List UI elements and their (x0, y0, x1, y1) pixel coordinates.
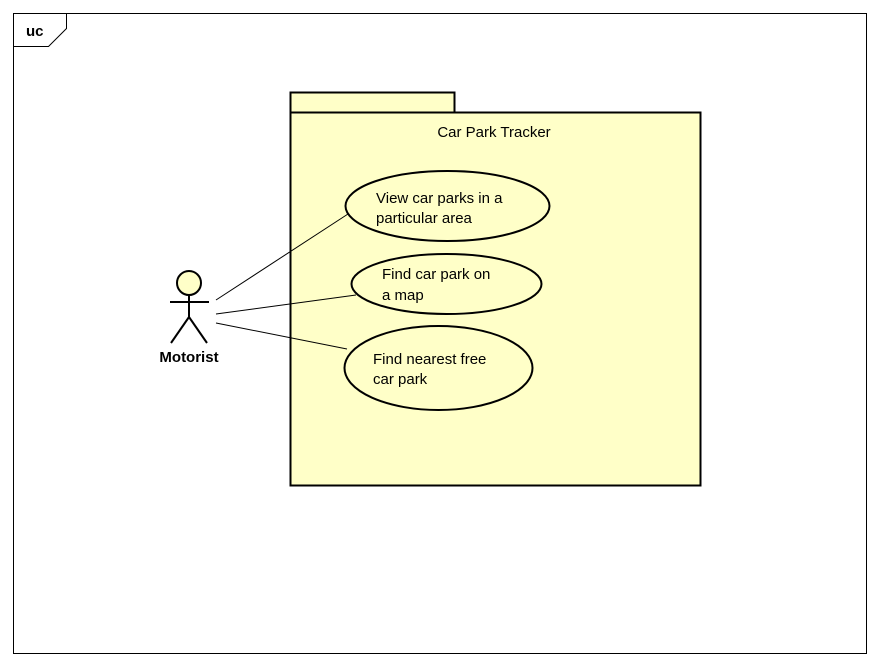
actor-name: Motorist (159, 349, 218, 366)
association-line-view (215, 213, 349, 301)
use-case-find-nearest[interactable]: Find nearest free car park (343, 325, 534, 411)
package-tab (289, 91, 456, 114)
use-case-ellipse (343, 325, 534, 411)
package-title: Car Park Tracker (437, 124, 550, 141)
actor-motorist[interactable]: Motorist (159, 270, 219, 366)
actor-right-leg (188, 316, 208, 344)
use-case-label-line2: car park (373, 371, 428, 388)
association-line-nearest (215, 322, 348, 350)
use-case-label-line1: View car parks in a (376, 190, 503, 207)
use-case-label-line2: a map (382, 287, 424, 304)
use-case-ellipse (344, 170, 551, 242)
frame-label: uc (26, 23, 44, 40)
use-case-ellipse (350, 253, 543, 315)
association-line-find-map (215, 294, 357, 315)
use-case-label-line1: Find nearest free (373, 351, 486, 368)
use-case-find-on-map[interactable]: Find car park on a map (350, 253, 543, 315)
frame-label-tab (13, 13, 67, 47)
actor-head (176, 270, 202, 296)
use-case-label-line2: particular area (376, 210, 473, 227)
use-case-view-car-parks[interactable]: View car parks in a particular area (344, 170, 551, 242)
use-case-label-line1: Find car park on (382, 266, 490, 283)
actor-left-leg (170, 316, 190, 344)
